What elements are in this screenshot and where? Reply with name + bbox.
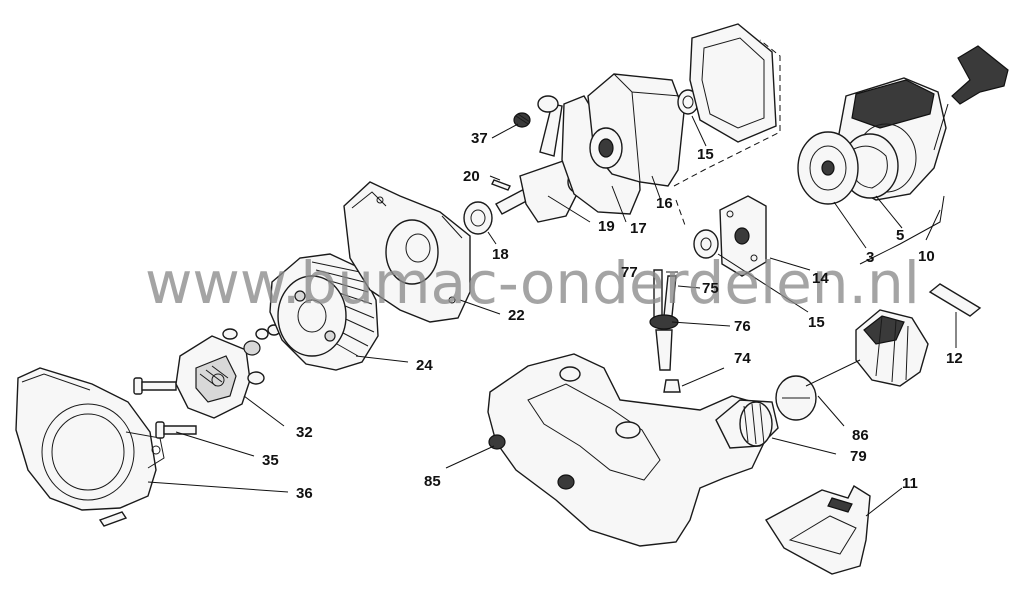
callout-22: 22 (508, 307, 525, 324)
callout-labels: 37 20 18 19 17 16 15 22 24 32 35 36 3 5 … (262, 130, 963, 502)
callout-36: 36 (296, 485, 313, 502)
needle-bearing-part (513, 112, 531, 128)
callout-15-lower: 15 (808, 314, 825, 331)
callout-74: 74 (734, 350, 751, 367)
flange-seal-part (693, 229, 719, 259)
tank-foot-part (488, 434, 575, 490)
callout-12: 12 (946, 350, 963, 367)
cover-gasket-part (689, 23, 777, 143)
fuel-hose-part (653, 269, 677, 319)
bracket-part (765, 484, 871, 575)
crankcase-part (587, 73, 685, 187)
grommet-part (649, 314, 679, 371)
callout-24: 24 (416, 357, 433, 374)
callout-35: 35 (262, 452, 279, 469)
cap-tether (805, 359, 861, 387)
callout-76: 76 (734, 318, 751, 335)
clutch-part (175, 335, 251, 419)
callout-77: 77 (621, 264, 638, 281)
starter-handle-part (933, 45, 1009, 151)
callout-16: 16 (656, 195, 673, 212)
washer-part (222, 324, 281, 385)
callout-79: 79 (850, 448, 867, 465)
starter-spring-part (797, 131, 859, 205)
callout-5: 5 (896, 227, 904, 244)
fuel-tank-part (487, 353, 771, 547)
callout-85: 85 (424, 473, 441, 490)
callout-17: 17 (630, 220, 647, 237)
dashed-guide (675, 199, 687, 229)
flange-part (719, 195, 767, 277)
callout-75: 75 (702, 280, 719, 297)
callout-20: 20 (463, 168, 480, 185)
crankcase-half-part (343, 181, 471, 323)
callout-19: 19 (598, 218, 615, 235)
leader-lines (147, 115, 957, 517)
fuel-filter-part (663, 379, 681, 393)
bearing-part (463, 201, 493, 235)
callout-10: 10 (918, 248, 935, 265)
callout-18: 18 (492, 246, 509, 263)
callout-32: 32 (296, 424, 313, 441)
watermark-text: www.bumac-onderdelen.nl (145, 249, 920, 317)
fuel-cap-part (855, 309, 929, 387)
key-pin-part (491, 179, 511, 191)
callout-15-top: 15 (697, 146, 714, 163)
flywheel-part (269, 253, 379, 371)
fan-cover-part (15, 367, 165, 527)
callout-3: 3 (866, 249, 874, 266)
tank-neck-part (715, 399, 779, 449)
callout-14: 14 (812, 270, 829, 287)
fuel-cap-seal-part (775, 375, 817, 421)
strip-part (928, 283, 982, 317)
bolt-part (133, 377, 197, 439)
callout-37: 37 (471, 130, 488, 147)
callout-86: 86 (852, 427, 869, 444)
callout-11: 11 (902, 475, 918, 492)
